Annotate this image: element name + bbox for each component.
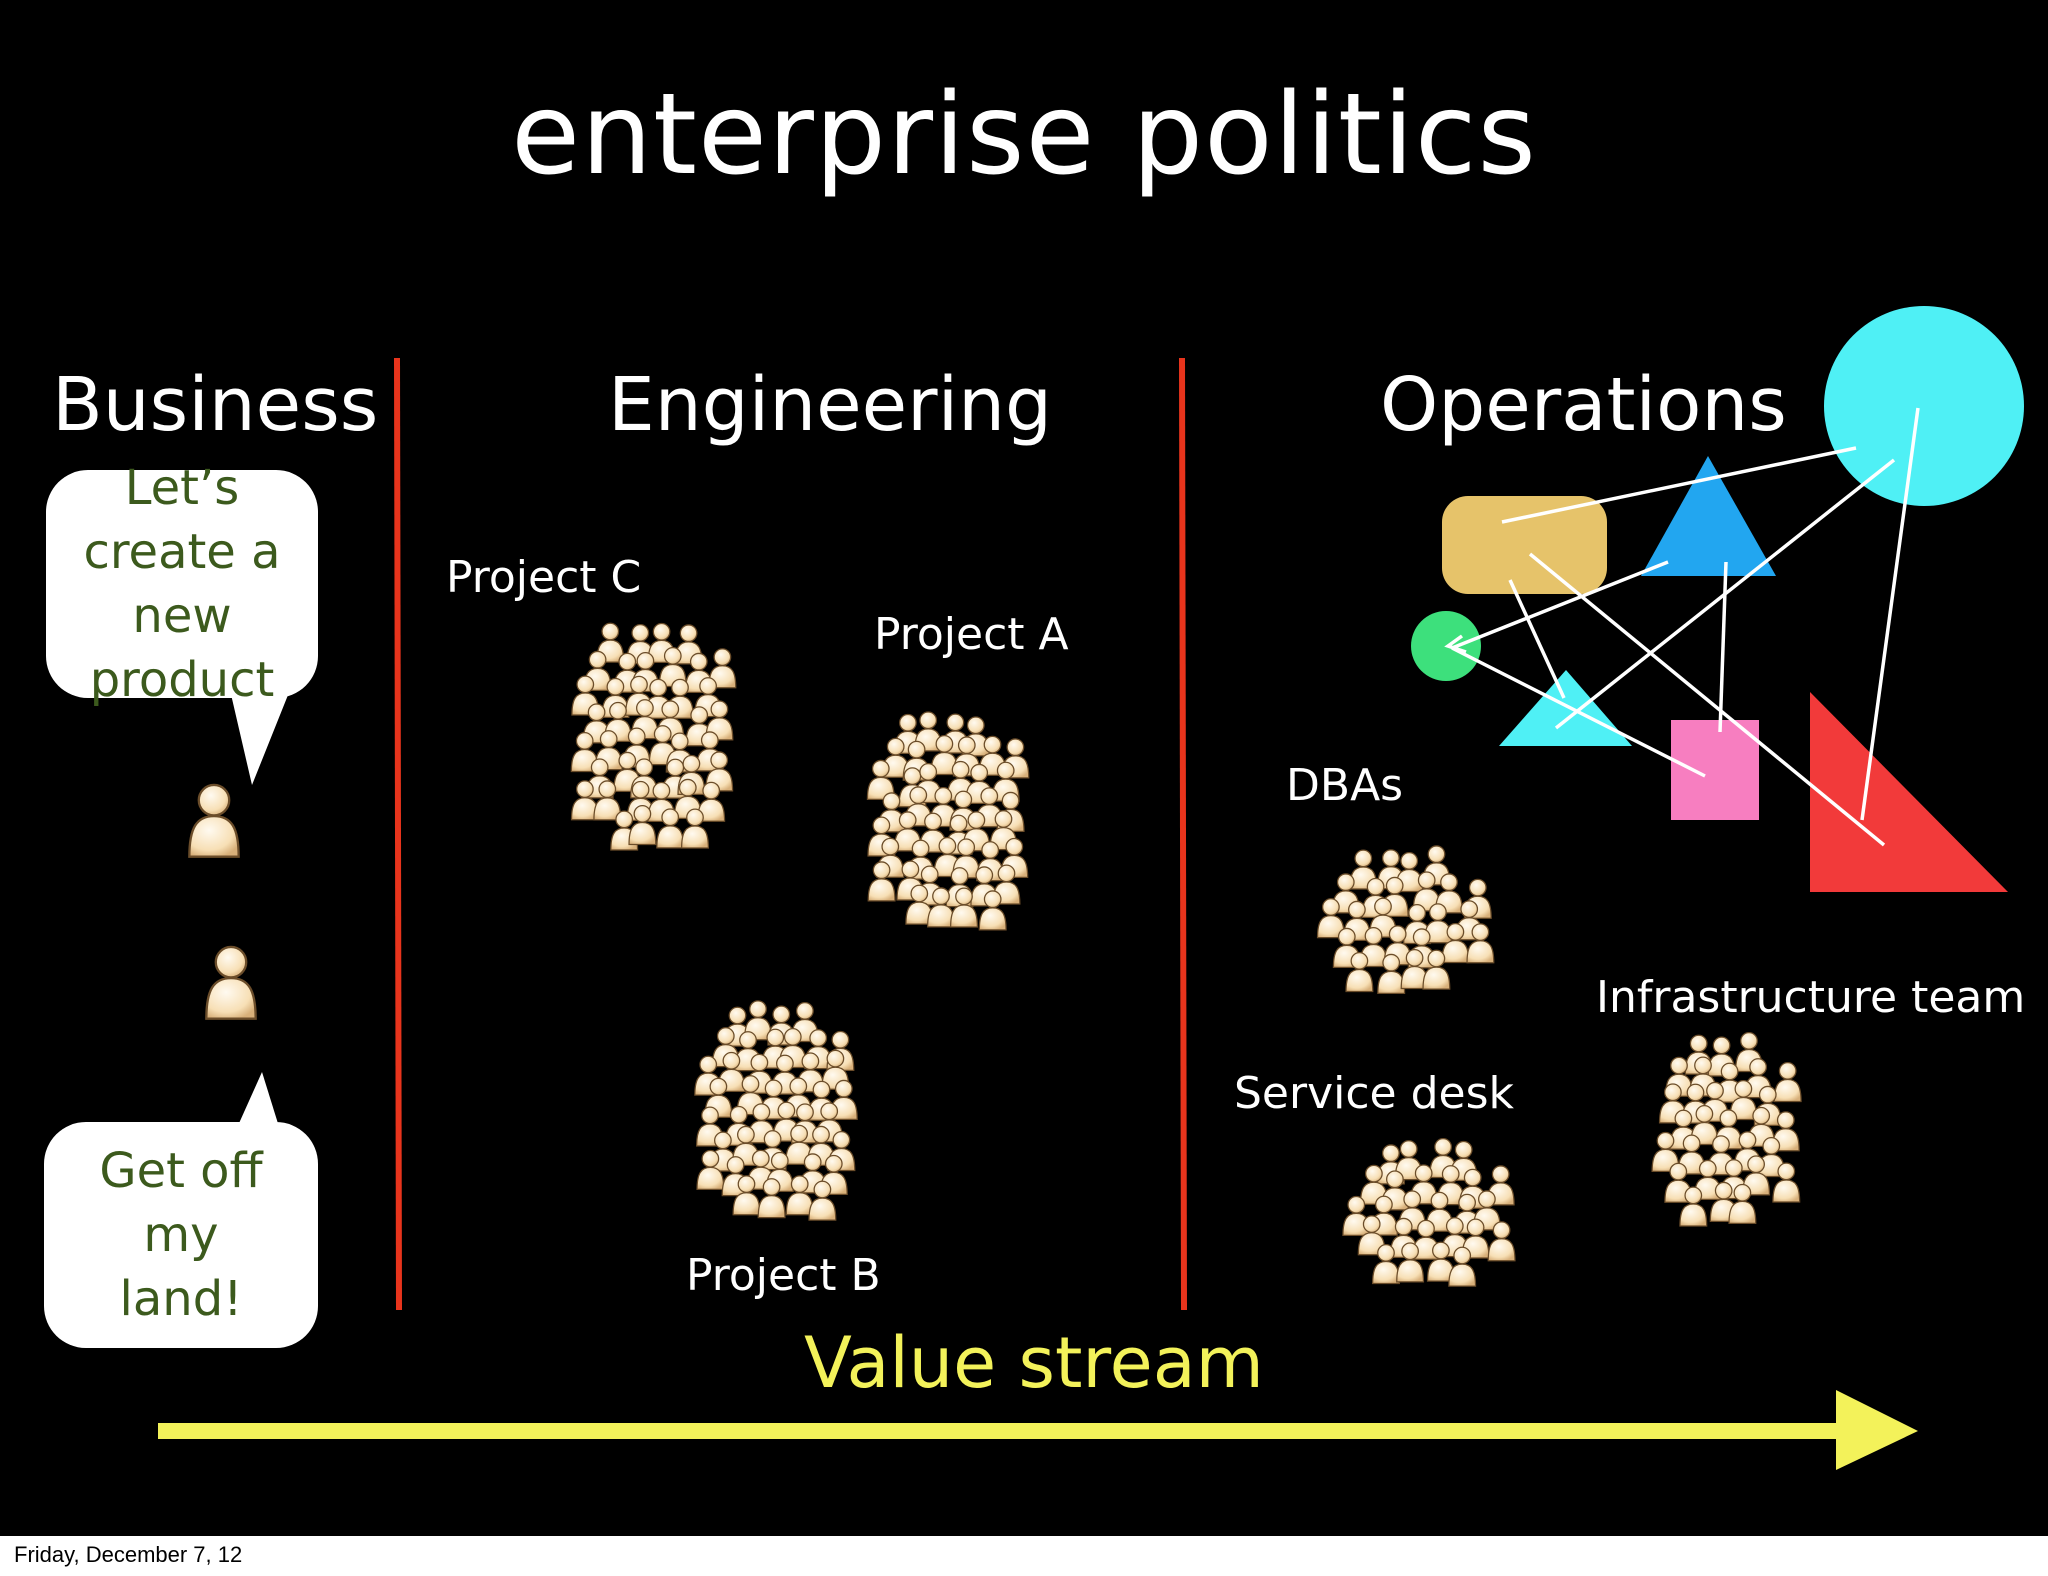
project-b-crowd (694, 1000, 858, 1221)
service-desk-label: Service desk (1234, 1068, 1515, 1119)
crowd-person (1773, 1061, 1802, 1103)
speech-bubble-get-off: Get off my land! (44, 1122, 318, 1348)
business-person-2 (205, 945, 257, 1020)
connector-line (1451, 560, 1669, 650)
operations-heading: Operations (1380, 362, 1787, 448)
bubble-top-tail (230, 690, 290, 785)
connector-line (1718, 561, 1728, 733)
connector-line (1554, 458, 1896, 730)
infrastructure-team-crowd (1651, 1031, 1802, 1227)
gold-rounded-rect-shape (1442, 496, 1607, 594)
connector-line (1501, 446, 1857, 524)
infrastructure-team-label: Infrastructure team (1596, 972, 2026, 1023)
business-person-1 (188, 783, 240, 858)
bubble-bottom-tail (236, 1072, 280, 1130)
service-desk-crowd (1342, 1137, 1516, 1287)
slide: enterprise politics Business Engineering… (0, 0, 2048, 1536)
red-right-triangle-shape (1810, 692, 2008, 892)
bubble-tails (230, 690, 290, 1130)
slide-title: enterprise politics (511, 70, 1537, 200)
connector-arrowhead (1444, 634, 1467, 654)
project-c-label: Project C (446, 552, 642, 603)
footer-date: Friday, December 7, 12 (14, 1542, 243, 1567)
blue-triangle-shape (1641, 456, 1776, 576)
speech-bubble-create-product: Let’s create a new product (46, 460, 318, 708)
cyan-triangle-shape (1499, 670, 1632, 746)
operations-connectors (1444, 407, 1920, 847)
project-a-label: Project A (874, 609, 1069, 660)
project-b-label: Project B (686, 1250, 881, 1301)
connector-line (1508, 579, 1566, 699)
value-stream-arrowhead (1836, 1390, 1918, 1470)
connector-line (1528, 552, 1886, 847)
connector-line (1860, 407, 1920, 821)
project-c-crowd (570, 622, 737, 851)
speech-bubble-top-text: Let’s create a new product (83, 460, 281, 708)
business-heading: Business (52, 362, 379, 448)
speech-bubble-bottom-text: Get off my land! (99, 1143, 263, 1327)
cyan-circle-shape (1824, 306, 2024, 506)
divider-engineering-operations (1179, 357, 1187, 1311)
diagram-graphics (158, 306, 2024, 1470)
divider-business-engineering (394, 357, 402, 1311)
dbas-label: DBAs (1286, 760, 1404, 811)
pink-square-shape (1671, 720, 1759, 820)
project-a-crowd (866, 711, 1030, 931)
dbas-crowd (1316, 845, 1495, 994)
value-stream-label: Value stream (804, 1322, 1264, 1404)
engineering-heading: Engineering (608, 362, 1052, 448)
